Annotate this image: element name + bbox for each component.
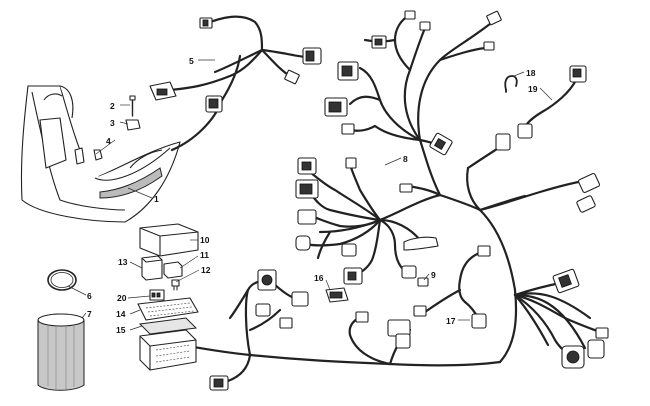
callout-6: 6 <box>87 291 92 301</box>
callout-8: 8 <box>403 154 408 164</box>
harness-connectors <box>209 10 609 391</box>
callout-9: 9 <box>431 270 436 280</box>
grommet <box>93 149 103 161</box>
callout-20: 20 <box>117 293 127 303</box>
leader-lines <box>67 59 553 331</box>
callout-5: 5 <box>189 56 194 66</box>
clip-nut <box>125 119 141 131</box>
fuse-panel <box>137 297 199 321</box>
relay <box>141 255 163 281</box>
callout-labels: 1 2 3 4 5 6 7 8 9 10 11 12 13 14 15 16 1… <box>87 56 538 335</box>
callout-12: 12 <box>201 265 211 275</box>
sub-harness <box>413 245 491 329</box>
ring-clamp <box>47 269 77 291</box>
fuse-box-base <box>138 317 198 371</box>
callout-3: 3 <box>110 118 115 128</box>
callout-7: 7 <box>87 309 92 319</box>
connector-block <box>325 287 349 303</box>
callout-11: 11 <box>200 250 209 260</box>
fuse-block-small <box>149 289 165 301</box>
callout-14: 14 <box>116 309 126 319</box>
screw <box>129 95 136 117</box>
callout-17: 17 <box>446 316 456 326</box>
short-harness <box>517 65 587 139</box>
callout-10: 10 <box>200 235 210 245</box>
callout-13: 13 <box>118 257 128 267</box>
callout-4: 4 <box>106 136 111 146</box>
protective-sleeve <box>37 313 85 391</box>
headlight-harness <box>149 15 322 152</box>
fuse <box>171 279 180 291</box>
main-harness <box>180 10 609 391</box>
hook-wire <box>504 75 518 93</box>
relay-small <box>163 261 183 279</box>
callout-1: 1 <box>154 194 159 204</box>
callout-16: 16 <box>314 273 324 283</box>
callout-2: 2 <box>110 101 115 111</box>
small-connector <box>417 277 429 287</box>
callout-19: 19 <box>528 84 538 94</box>
callout-18: 18 <box>526 68 536 78</box>
fuse-box-cover <box>139 223 199 257</box>
callout-15: 15 <box>116 325 126 335</box>
headlight-housing <box>20 85 181 223</box>
